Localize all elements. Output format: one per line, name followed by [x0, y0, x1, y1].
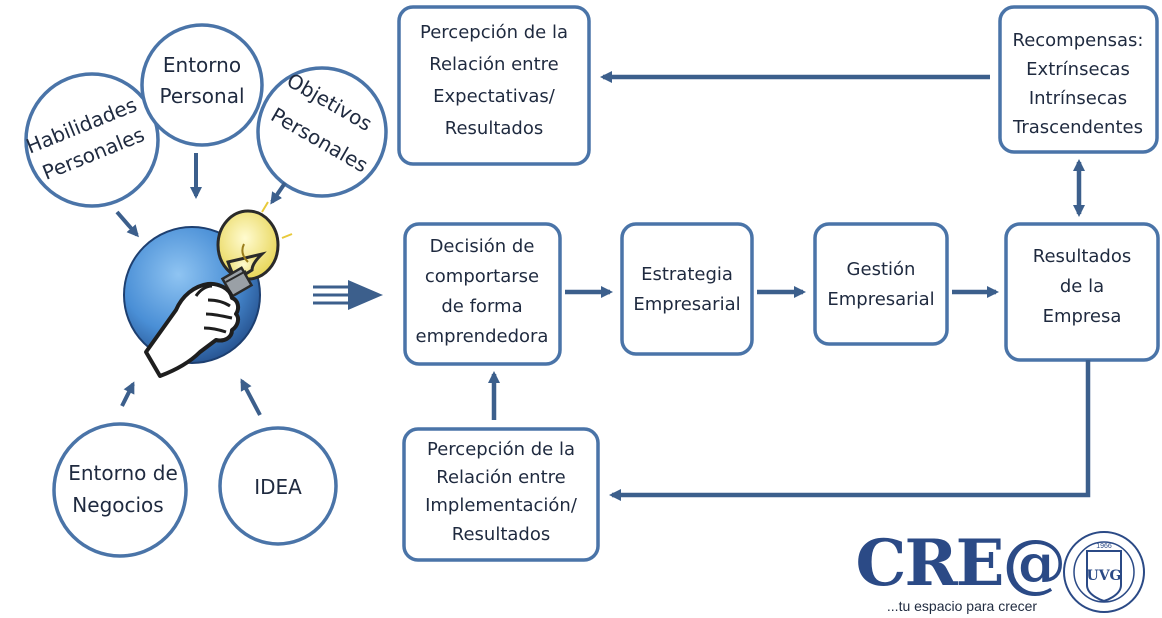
crea-tagline: ...tu espacio para crecer — [887, 598, 1038, 614]
box-resultados: Resultados de la Empresa — [1004, 222, 1160, 362]
triple-arrow — [313, 280, 383, 310]
gestion-line-2: Empresarial — [827, 289, 934, 310]
percepcion-exp-line-2: Relación entre — [429, 54, 558, 75]
circle-habilidades-personales: Habilidades Personales — [23, 72, 160, 208]
box-gestion: Gestión Empresarial — [813, 222, 949, 346]
crea-logo: CRE@ ...tu espacio para crecer — [856, 526, 1067, 614]
box-percepcion-implementacion: Percepción de la Relación entre Implemen… — [402, 427, 600, 562]
resultados-line-3: Empresa — [1043, 306, 1122, 327]
inputs-arrows — [115, 153, 287, 416]
percepcion-exp-line-3: Expectativas/ — [433, 86, 556, 107]
recompensas-line-2: Extrínsecas — [1026, 59, 1130, 80]
circle-entorno-negocios: Entorno de Negocios — [52, 422, 188, 558]
arrow-idea-circle-to-idea — [240, 378, 262, 416]
percepcion-exp-line-1: Percepción de la — [420, 22, 568, 43]
crea-logo-text: CRE@ — [856, 526, 1065, 601]
recompensas-line-3: Intrínsecas — [1029, 88, 1127, 109]
uvg-seal-icon: 1966 UVG — [1063, 531, 1145, 613]
entorno-personal-line-1: Entorno — [163, 53, 241, 77]
decision-line-2: comportarse — [425, 266, 539, 287]
percepcion-impl-line-4: Resultados — [452, 524, 550, 545]
recompensas-line-4: Trascendentes — [1012, 117, 1143, 138]
entorno-personal-line-2: Personal — [159, 84, 244, 108]
circle-idea: IDEA — [218, 426, 338, 546]
circle-objetivos-personales: Objetivos Personales — [256, 66, 388, 198]
idea-label: IDEA — [254, 475, 302, 499]
percepcion-impl-line-3: Implementación/ — [425, 495, 578, 516]
box-estrategia: Estrategia Empresarial — [620, 222, 754, 356]
box-recompensas: Recompensas: Extrínsecas Intrínsecas Tra… — [998, 5, 1159, 154]
decision-line-1: Decisión de — [430, 236, 535, 257]
arrow-resultados-to-percepcion-impl — [609, 360, 1091, 501]
percepcion-exp-line-4: Resultados — [445, 118, 543, 139]
entorno-negocios-line-1: Entorno de — [68, 461, 178, 485]
resultados-line-1: Resultados — [1033, 246, 1131, 267]
resultados-line-2: de la — [1060, 276, 1104, 297]
flow-arrows — [488, 71, 1091, 501]
recompensas-line-1: Recompensas: — [1013, 30, 1144, 51]
box-percepcion-expectativas: Percepción de la Relación entre Expectat… — [397, 5, 591, 166]
percepcion-impl-line-2: Relación entre — [436, 467, 565, 488]
arrow-habilidades-to-idea — [115, 210, 139, 238]
estrategia-line-1: Estrategia — [641, 264, 733, 285]
percepcion-impl-line-1: Percepción de la — [427, 439, 575, 460]
arrow-negocios-to-idea — [120, 381, 135, 407]
arrow-objetivos-to-idea — [270, 181, 287, 205]
circle-entorno-personal: Entorno Personal — [140, 23, 264, 147]
estrategia-line-2: Empresarial — [633, 294, 740, 315]
gestion-line-1: Gestión — [847, 259, 916, 280]
decision-line-4: emprendedora — [416, 326, 549, 347]
entorno-negocios-line-2: Negocios — [72, 493, 163, 517]
box-decision: Decisión de comportarse de forma emprend… — [403, 222, 562, 366]
uvg-year: 1966 — [1096, 543, 1112, 550]
hand-holding-lightbulb-icon — [123, 201, 293, 378]
decision-line-3: de forma — [441, 296, 522, 317]
uvg-letters: UVG — [1086, 568, 1121, 584]
